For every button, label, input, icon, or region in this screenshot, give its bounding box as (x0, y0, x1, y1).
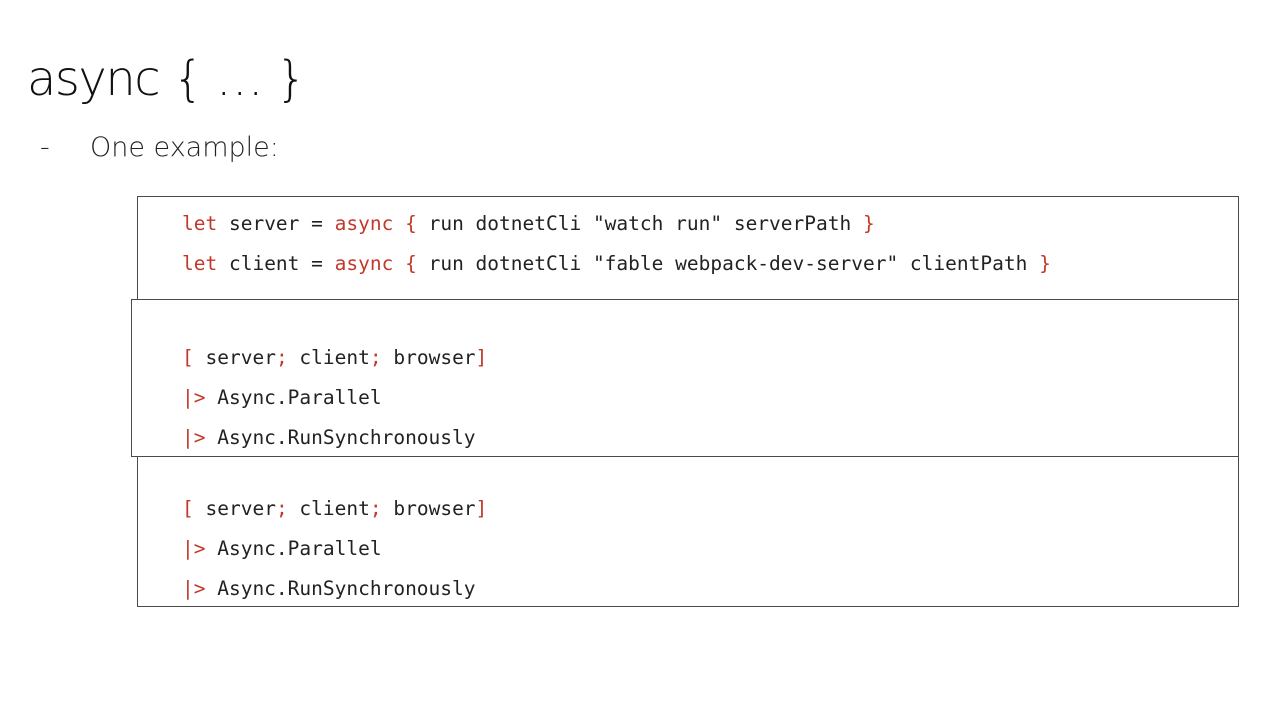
code-line-run-sync: |> Async.RunSynchronously (182, 423, 476, 453)
code-text: Async.Parallel (205, 537, 382, 560)
code-text: client = (217, 252, 335, 275)
code-text: Async.RunSynchronously (205, 426, 476, 449)
code-text: client (287, 497, 370, 520)
code-text: Async.RunSynchronously (205, 577, 476, 600)
code-text: server (193, 497, 276, 520)
bracket-close: ] (475, 346, 488, 369)
code-line-browser-clipped: let browser = async { (182, 279, 429, 305)
code-line-list: [ server; client; browser] (182, 494, 487, 524)
code-text: browser (381, 346, 476, 369)
bracket-close: ] (475, 497, 488, 520)
keyword-async: async (334, 212, 394, 235)
code-line-parallel: |> Async.Parallel (182, 383, 382, 413)
code-line-list: [ server; client; browser] (182, 343, 487, 373)
keyword-async: async (334, 252, 394, 275)
code-space (393, 252, 405, 275)
brace-close: } (862, 212, 875, 235)
code-text: Async.Parallel (205, 386, 382, 409)
code-text: browser (381, 497, 476, 520)
bullet-item: - One example: (40, 127, 279, 167)
semicolon: ; (369, 346, 382, 369)
code-text: run dotnetCli "watch run" serverPath (416, 212, 863, 235)
code-line-client: let client = async { run dotnetCli "fabl… (182, 249, 1051, 279)
semicolon: ; (275, 346, 288, 369)
brace-open: { (416, 282, 429, 305)
code-text: server (193, 346, 276, 369)
bracket-open: [ (182, 346, 194, 369)
pipe-operator: |> (182, 386, 206, 409)
code-snippet-overlay: [ server; client; browser] |> Async.Para… (131, 299, 1239, 457)
slide-title: async { … } (27, 51, 307, 107)
code-text: browser = (217, 282, 347, 305)
code-text: run dotnetCli "fable webpack-dev-server"… (416, 252, 1040, 275)
keyword-async: async (346, 282, 406, 305)
brace-close: } (1039, 252, 1051, 275)
bullet-text: One example: (90, 131, 279, 163)
keyword-let: let (182, 212, 218, 235)
code-line-parallel: |> Async.Parallel (182, 534, 382, 564)
pipe-operator: |> (182, 426, 206, 449)
bullet-marker: - (40, 131, 50, 163)
bracket-open: [ (182, 497, 194, 520)
pipe-operator: |> (182, 577, 206, 600)
code-line-run-sync: |> Async.RunSynchronously (182, 574, 476, 604)
pipe-operator: |> (182, 537, 206, 560)
keyword-let: let (182, 282, 218, 305)
code-line-server: let server = async { run dotnetCli "watc… (182, 209, 875, 239)
brace-open: { (405, 212, 417, 235)
semicolon: ; (275, 497, 288, 520)
brace-open: { (405, 252, 417, 275)
code-text: client (287, 346, 370, 369)
semicolon: ; (369, 497, 382, 520)
code-space (393, 212, 405, 235)
code-text: server = (217, 212, 335, 235)
keyword-let: let (182, 252, 218, 275)
